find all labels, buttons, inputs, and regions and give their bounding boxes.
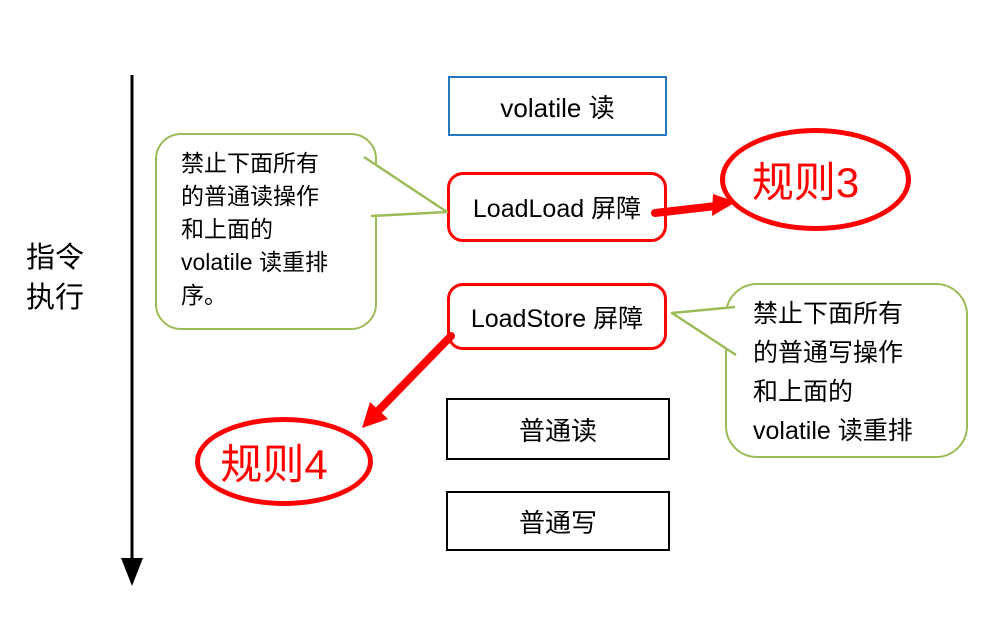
- normal-read-box: 普通读: [446, 398, 670, 460]
- rule4-label: 规则4: [220, 441, 328, 488]
- instruction-execution-label: 指令 执行: [26, 238, 84, 318]
- callout-line: 的普通读操作: [181, 183, 319, 209]
- axis-label-line1: 指令: [26, 242, 85, 274]
- loadstore-callout-text: 禁止下面所有 的普通写操作 和上面的 volatile 读重排: [753, 295, 913, 451]
- loadstore-callout-bubble: 禁止下面所有 的普通写操作 和上面的 volatile 读重排: [725, 283, 968, 458]
- normal-write-box: 普通写: [446, 491, 670, 551]
- normal-read-label: 普通读: [518, 415, 597, 446]
- rule4-arrow: [362, 332, 455, 428]
- loadload-callout-bubble: 禁止下面所有 的普通读操作 和上面的 volatile 读重排 序。: [155, 133, 377, 330]
- callout-line: volatile 读重排: [181, 249, 328, 275]
- loadstore-barrier-box: LoadStore 屏障: [447, 283, 667, 350]
- rule3-arrow: [651, 194, 736, 217]
- callout-line: 序。: [181, 282, 227, 308]
- rule3-label: 规则3: [751, 159, 860, 206]
- callout-line: 和上面的: [753, 378, 854, 406]
- instruction-order-arrow: [121, 75, 143, 586]
- loadload-barrier-box: LoadLoad 屏障: [447, 172, 667, 242]
- normal-write-label: 普通写: [518, 507, 597, 538]
- axis-label-line2: 执行: [26, 282, 85, 314]
- loadload-barrier-label: LoadLoad 屏障: [472, 195, 642, 223]
- callout-line: 禁止下面所有: [181, 150, 319, 176]
- rule3-ellipse: 规则3: [720, 128, 911, 231]
- loadstore-barrier-label: LoadStore 屏障: [470, 304, 644, 333]
- callout-line: volatile 读重排: [753, 417, 913, 445]
- callout-line: 禁止下面所有: [753, 300, 904, 328]
- volatile-read-box: volatile 读: [448, 76, 667, 136]
- rule4-ellipse: 规则4: [195, 417, 373, 506]
- callout-line: 和上面的: [181, 216, 273, 242]
- callout-line: 的普通写操作: [753, 339, 904, 367]
- volatile-read-label: volatile 读: [500, 92, 615, 123]
- loadload-callout-text: 禁止下面所有 的普通读操作 和上面的 volatile 读重排 序。: [181, 147, 328, 312]
